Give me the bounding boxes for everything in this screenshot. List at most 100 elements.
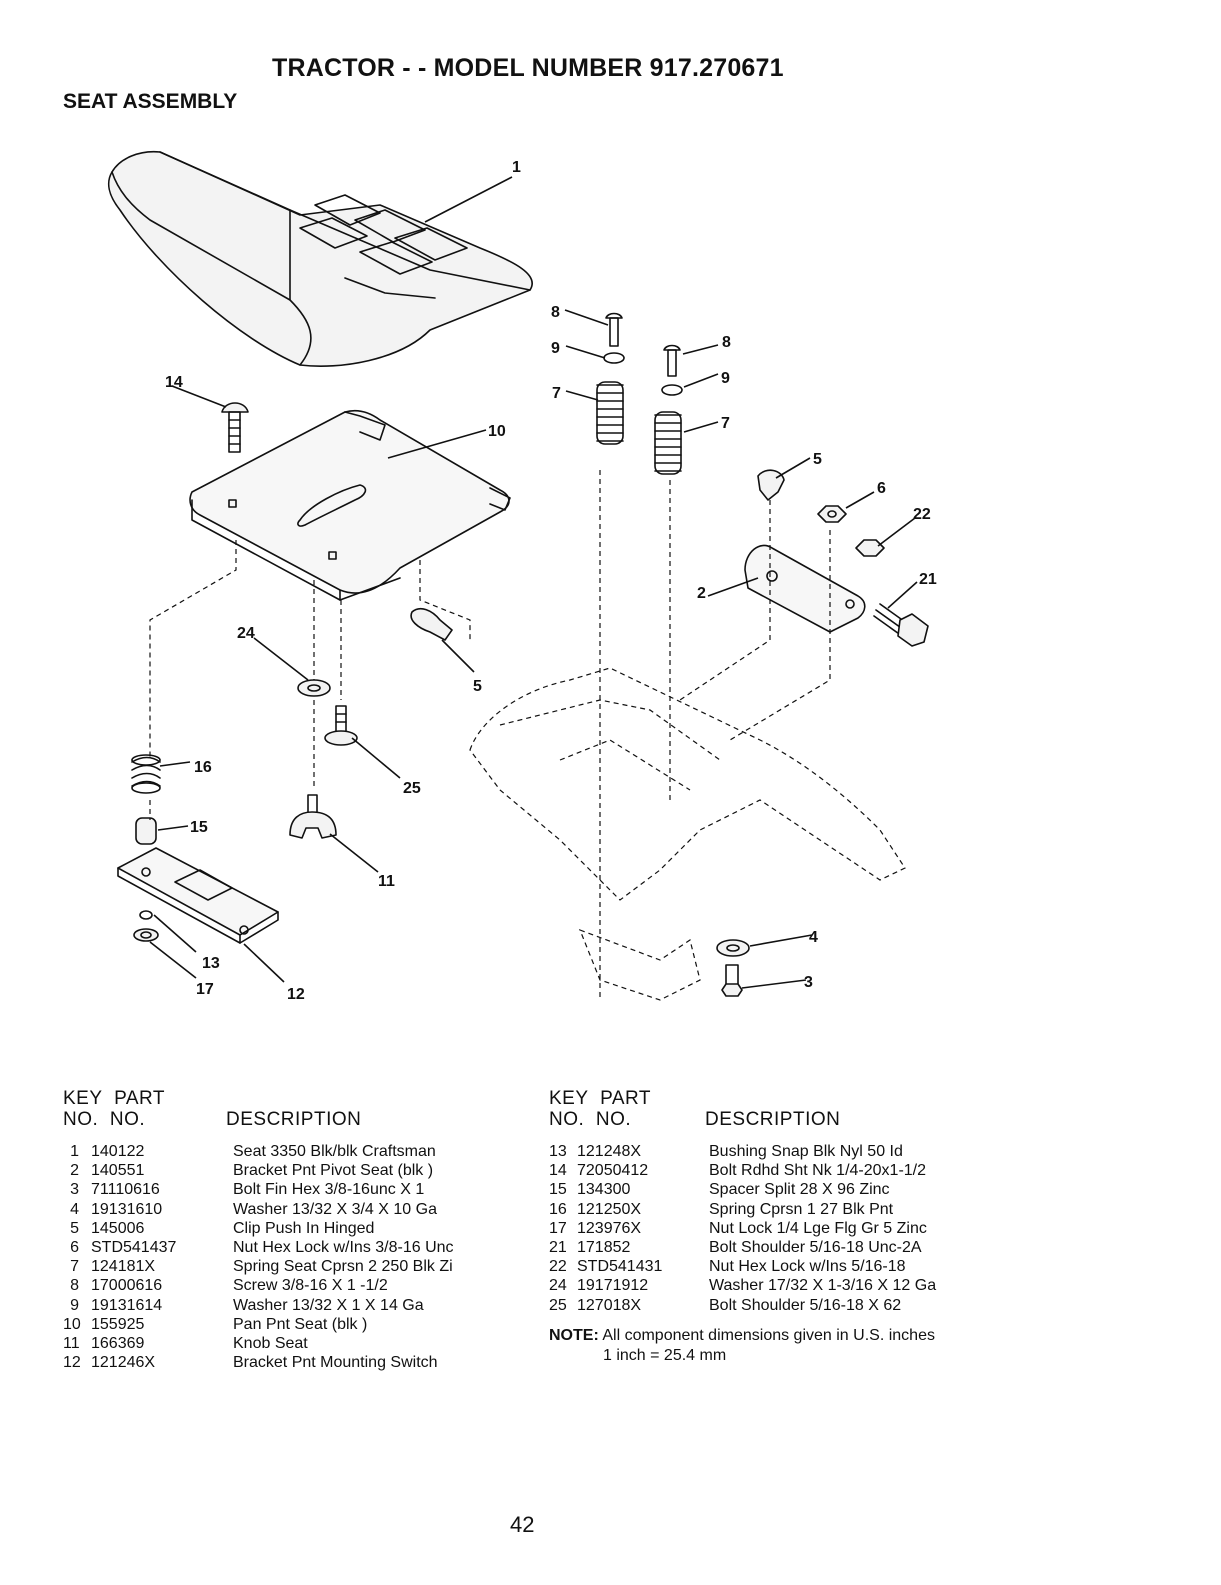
part-number: 155925 [91, 1315, 145, 1333]
nut-6-part [817, 505, 847, 523]
part-description: Screw 3/8-16 X 1 -1/2 [233, 1277, 388, 1295]
key-number: 12 [63, 1354, 81, 1372]
washer-24-part [297, 679, 331, 697]
callout-15: 15 [190, 819, 208, 836]
callout-17: 17 [196, 981, 214, 998]
callout-5-right: 5 [813, 451, 822, 468]
seat-pan-part [189, 409, 511, 601]
key-header-line2: NO. [549, 1109, 585, 1130]
part-description: Clip Push In Hinged [233, 1219, 375, 1237]
part-header-line2: NO. [109, 1109, 146, 1130]
part-number: 134300 [577, 1181, 631, 1199]
key-header-line2: NO. [63, 1109, 99, 1130]
table-row: 3 71110616 Bolt Fin Hex 3/8-16unc X 1 [63, 1180, 523, 1199]
part-number: STD541431 [577, 1258, 663, 1276]
part-description: Washer 17/32 X 1-3/16 X 12 Ga [709, 1277, 937, 1295]
key-number: 16 [549, 1200, 567, 1218]
part-number: 123976X [577, 1219, 642, 1237]
callout-25: 25 [403, 780, 421, 797]
key-number: 25 [549, 1296, 567, 1314]
page-title: TRACTOR - - MODEL NUMBER 917.270671 [272, 54, 784, 82]
part-number: 140122 [91, 1143, 145, 1160]
part-description: Pan Pnt Seat (blk ) [233, 1315, 368, 1333]
table-row: 17 123976X Nut Lock 1/4 Lge Flg Gr 5 Zinc [549, 1219, 1009, 1238]
part-header-line1: PART [600, 1088, 652, 1109]
key-number: 5 [70, 1219, 79, 1237]
part-description: Bushing Snap Blk Nyl 50 Id [709, 1143, 903, 1160]
part-description: Bolt Shoulder 5/16-18 Unc-2A [709, 1238, 922, 1256]
key-number: 7 [70, 1258, 79, 1276]
part-number: 71110616 [91, 1181, 160, 1199]
part-number: 166369 [91, 1334, 145, 1352]
screw-8-left-part [603, 312, 625, 364]
dimension-note: NOTE: All component dimensions given in … [549, 1326, 935, 1365]
bolt-14-part [221, 402, 249, 453]
callout-11: 11 [378, 873, 395, 890]
part-number: 17000616 [91, 1277, 163, 1295]
spacer-15-part [135, 817, 157, 845]
part-number: 121248X [577, 1143, 642, 1160]
key-number: 17 [549, 1219, 567, 1237]
callout-21: 21 [919, 571, 937, 588]
key-number: 21 [549, 1238, 567, 1256]
callout-7-left: 7 [552, 385, 561, 402]
nut-17-part [133, 910, 159, 942]
callout-9-left: 9 [551, 340, 560, 357]
callout-22: 22 [913, 506, 931, 523]
key-number: 8 [70, 1277, 79, 1295]
spring-16-part [131, 754, 161, 794]
left-table-header: KEY PART NO. NO. [63, 1088, 165, 1130]
callout-13: 13 [202, 955, 220, 972]
note-line2: 1 inch = 25.4 mm [603, 1346, 727, 1364]
screw-8-right-part [661, 344, 683, 396]
clip-5-left-part [410, 608, 453, 641]
part-description: Spring Seat Cprsn 2 250 Blk Zi [233, 1258, 453, 1276]
part-number: 72050412 [577, 1162, 649, 1180]
part-number: 140551 [91, 1162, 145, 1180]
callout-8-right: 8 [722, 334, 731, 351]
callout-8-left: 8 [551, 304, 560, 321]
key-number: 2 [70, 1162, 79, 1180]
callout-3: 3 [804, 974, 813, 991]
right-table-header: KEY PART NO. NO. [549, 1088, 651, 1130]
key-number: 10 [63, 1315, 81, 1333]
key-number: 11 [63, 1334, 80, 1352]
tractor-frame-outline [149, 470, 906, 1001]
seat-part [107, 150, 533, 368]
note-line1: All component dimensions given in U.S. i… [602, 1327, 935, 1344]
callout-6: 6 [877, 480, 886, 497]
part-number: STD541437 [91, 1238, 177, 1256]
part-number: 121250X [577, 1200, 642, 1218]
part-description: Bolt Shoulder 5/16-18 X 62 [709, 1296, 902, 1314]
right-description-header: DESCRIPTION [705, 1109, 841, 1130]
part-description: Bolt Fin Hex 3/8-16unc X 1 [233, 1181, 425, 1199]
part-description: Nut Lock 1/4 Lge Flg Gr 5 Zinc [709, 1219, 927, 1237]
part-description: Bracket Pnt Pivot Seat (blk ) [233, 1162, 434, 1180]
table-row: 10 155925 Pan Pnt Seat (blk ) [63, 1315, 523, 1334]
callout-24: 24 [237, 625, 255, 642]
callout-2: 2 [697, 585, 706, 602]
spring-7-left-part [596, 381, 624, 445]
part-number: 171852 [577, 1238, 631, 1256]
callout-10: 10 [488, 423, 506, 440]
callout-9-right: 9 [721, 370, 730, 387]
callout-5-left: 5 [473, 678, 482, 695]
spring-7-right-part [654, 411, 682, 475]
key-number: 3 [70, 1181, 79, 1199]
part-header-line2: NO. [595, 1109, 632, 1130]
table-row: 21 171852 Bolt Shoulder 5/16-18 Unc-2A [549, 1238, 1009, 1257]
washer-4-part [716, 939, 750, 957]
table-row: 8 17000616 Screw 3/8-16 X 1 -1/2 [63, 1276, 523, 1295]
part-number: 124181X [91, 1258, 156, 1276]
part-number: 19131614 [91, 1296, 163, 1314]
